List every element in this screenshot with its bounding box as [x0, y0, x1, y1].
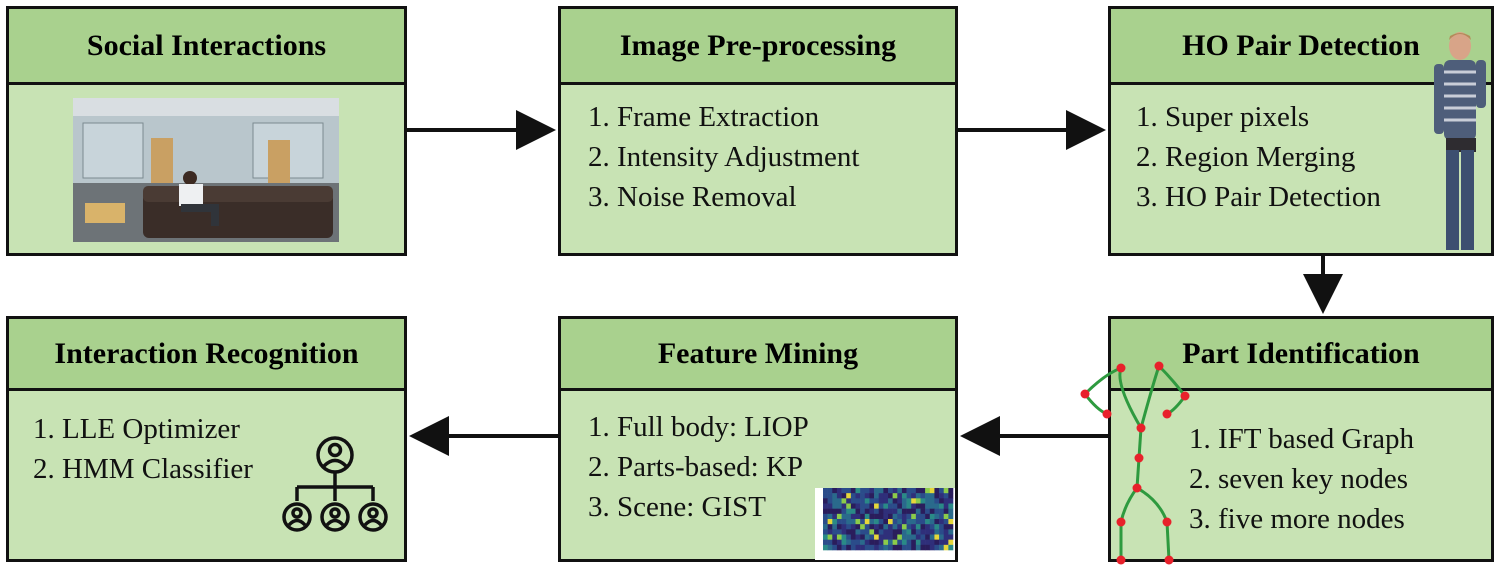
skeleton-graph-icon	[1080, 361, 1190, 565]
part-identification-box: Part Identification 1. IFT based Graph 2…	[1108, 316, 1494, 562]
feature-item-1: 1. Full body: LIOP	[588, 411, 809, 443]
part-item-2: 2. seven key nodes	[1189, 463, 1409, 495]
user-hierarchy-icon	[282, 436, 388, 532]
preprocessing-item-2: 2. Intensity Adjustment	[588, 141, 860, 173]
ho-pair-detection-title: HO Pair Detection	[1111, 9, 1491, 85]
ho-pair-detection-box: HO Pair Detection 1. Super pixels 2. Reg…	[1108, 6, 1494, 256]
part-item-3: 3. five more nodes	[1189, 503, 1405, 535]
feature-mining-title: Feature Mining	[561, 319, 955, 391]
image-preprocessing-box: Image Pre-processing 1. Frame Extraction…	[558, 6, 958, 256]
gist-heatmap-image	[815, 488, 955, 560]
ho-item-3: 3. HO Pair Detection	[1136, 181, 1381, 213]
interaction-item-1: 1. LLE Optimizer	[33, 413, 240, 445]
part-identification-title: Part Identification	[1111, 319, 1491, 391]
office-scene-photo	[73, 98, 339, 242]
preprocessing-item-1: 1. Frame Extraction	[588, 101, 820, 133]
social-interactions-box: Social Interactions	[6, 6, 407, 256]
interaction-recognition-box: Interaction Recognition 1. LLE Optimizer…	[6, 316, 407, 562]
feature-item-2: 2. Parts-based: KP	[588, 451, 804, 483]
ho-item-1: 1. Super pixels	[1136, 101, 1310, 133]
part-item-1: 1. IFT based Graph	[1189, 423, 1414, 455]
interaction-item-2: 2. HMM Classifier	[33, 453, 253, 485]
social-interactions-title: Social Interactions	[9, 9, 404, 85]
standing-person-image	[1434, 32, 1486, 250]
feature-item-3: 3. Scene: GIST	[588, 491, 766, 523]
preprocessing-item-3: 3. Noise Removal	[588, 181, 797, 213]
interaction-recognition-title: Interaction Recognition	[9, 319, 404, 391]
image-preprocessing-title: Image Pre-processing	[561, 9, 955, 85]
ho-item-2: 2. Region Merging	[1136, 141, 1356, 173]
